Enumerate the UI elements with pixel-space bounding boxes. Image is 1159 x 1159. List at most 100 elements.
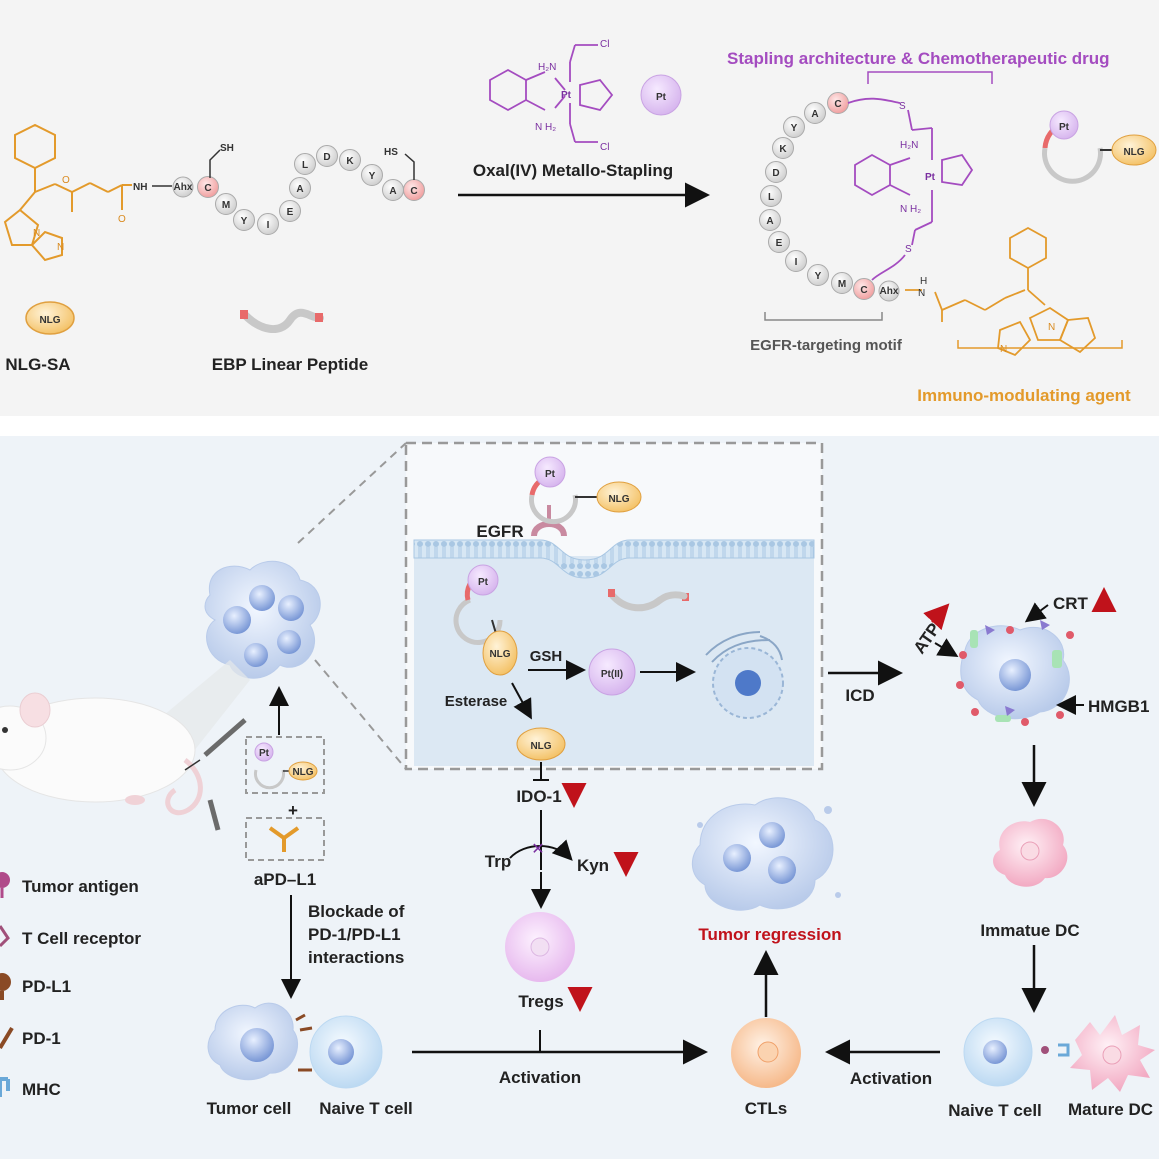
nh2-label-1: H₂N (538, 62, 556, 73)
ring-residue: A (804, 102, 826, 124)
svg-text:K: K (346, 156, 354, 167)
legend-label: T Cell receptor (22, 929, 141, 948)
svg-text:Pt: Pt (545, 469, 556, 480)
tumor-cell-label: Tumor cell (207, 1099, 292, 1118)
linear-residue: Y (361, 164, 383, 186)
linear-residue: C (403, 179, 425, 201)
hmgb1-label: HMGB1 (1088, 697, 1149, 716)
nh2-ring-1: H₂N (900, 140, 918, 151)
svg-text:Pt: Pt (1059, 122, 1070, 133)
tumor-regression-cluster (691, 797, 841, 911)
legend-item: PD-L1 (0, 973, 71, 1000)
svg-text:NLG: NLG (530, 741, 551, 752)
icd-label: ICD (845, 686, 874, 705)
svg-text:Pt: Pt (478, 577, 489, 588)
svg-text:C: C (860, 285, 867, 296)
apoptotic-cell (705, 631, 784, 719)
cell-membrane (413, 539, 815, 579)
ring-residue: C (827, 92, 849, 114)
top-panel-bg (0, 0, 1159, 416)
naive-t-cell-right (963, 1017, 1033, 1087)
svg-text:E: E (776, 238, 783, 249)
tcr-mhc-interaction (1041, 1043, 1070, 1057)
syringe-icons (184, 718, 247, 831)
blockade-line-2: PD-1/PD-L1 (308, 925, 401, 944)
svg-text:L: L (302, 160, 308, 171)
nlg-attached-structure (905, 226, 1097, 357)
trp-label: Trp (485, 852, 511, 871)
free-peptide-icon (608, 591, 664, 612)
n-imid-ring: N (1000, 344, 1007, 355)
svg-text:A: A (296, 184, 303, 195)
pt-nlg-conjugate-extracellular: Pt NLG (529, 456, 642, 525)
ring-residue: E (768, 231, 790, 253)
svg-text:K: K (779, 144, 787, 155)
svg-text:NLG: NLG (39, 315, 60, 326)
svg-text:Ahx: Ahx (880, 286, 899, 297)
svg-text:NLG: NLG (608, 494, 629, 505)
egfr-label: EGFR (476, 522, 523, 541)
svg-text:D: D (772, 168, 779, 179)
ebp-peptide-icon (241, 308, 324, 333)
egfr-receptor (531, 521, 567, 537)
zoom-line-top (297, 442, 407, 544)
sh-label-2: HS (384, 147, 398, 158)
stapling-caption: Stapling architecture & Chemotherapeutic… (727, 49, 1110, 68)
linear-residue: A (382, 179, 404, 201)
immature-dc-label: Immatue DC (980, 921, 1079, 940)
svg-text:A: A (389, 186, 396, 197)
ester-o-label: O (62, 175, 70, 186)
nlg-sa-structure (3, 123, 132, 262)
naive-t-left-label: Naive T cell (319, 1099, 413, 1118)
legend-label: PD-L1 (22, 977, 71, 996)
esterase-arrow (511, 682, 532, 720)
svg-text:Pt: Pt (656, 92, 667, 103)
egfr-motif-caption: EGFR-targeting motif (750, 337, 903, 354)
gsh-label: GSH (530, 648, 563, 665)
immature-dc (993, 818, 1068, 887)
ido1-label: IDO-1 (516, 787, 561, 806)
svg-text:I: I (267, 220, 270, 231)
block-x: ✕ (531, 841, 544, 858)
ring-residue: C (853, 278, 875, 300)
n-h-ring-label: H (920, 276, 927, 287)
ring-residue: K (772, 137, 794, 159)
nlg-free-badge: NLG (516, 727, 566, 761)
ring-residue: M (831, 272, 853, 294)
zoom-line-bottom (314, 659, 407, 770)
activation-left-label: Activation (499, 1068, 581, 1087)
svg-text:D: D (323, 152, 330, 163)
nlg-badge-top: NLG (25, 301, 75, 335)
linear-residue: A (289, 177, 311, 199)
svg-text:Pt(II): Pt(II) (601, 669, 623, 680)
pt-nlg-conjugate-small: Pt NLG (254, 742, 318, 790)
egfr-motif-bracket (764, 312, 883, 321)
svg-text:Ahx: Ahx (174, 182, 193, 193)
svg-text:Y: Y (241, 216, 248, 227)
ring-residue: Y (783, 116, 805, 138)
linear-residue: K (339, 149, 361, 171)
legend-item: PD-1 (0, 1026, 61, 1050)
svg-text:Y: Y (791, 123, 798, 134)
svg-text:M: M (838, 279, 846, 290)
pt-atom-ring: Pt (925, 172, 936, 183)
atp-up-arrow (923, 603, 950, 631)
immuno-bracket (957, 340, 1123, 349)
ebp-label: EBP Linear Peptide (212, 355, 369, 374)
immuno-caption: Immuno-modulating agent (917, 386, 1131, 405)
legend-label: Tumor antigen (22, 877, 139, 896)
tregs-label: Tregs (518, 992, 563, 1011)
indole-n-label: N (33, 228, 40, 239)
sh-label-1: SH (220, 143, 234, 154)
svg-text:C: C (204, 183, 211, 194)
crt-pointer (1024, 602, 1049, 623)
ctls-label: CTLs (745, 1099, 788, 1118)
cl-label-1: Cl (600, 39, 609, 50)
linear-residue: Y (233, 209, 255, 231)
svg-text:Y: Y (815, 271, 822, 282)
kyn-label: Kyn (577, 856, 609, 875)
atp-pointer (934, 638, 959, 658)
imidazole-n-label: N (57, 242, 64, 253)
